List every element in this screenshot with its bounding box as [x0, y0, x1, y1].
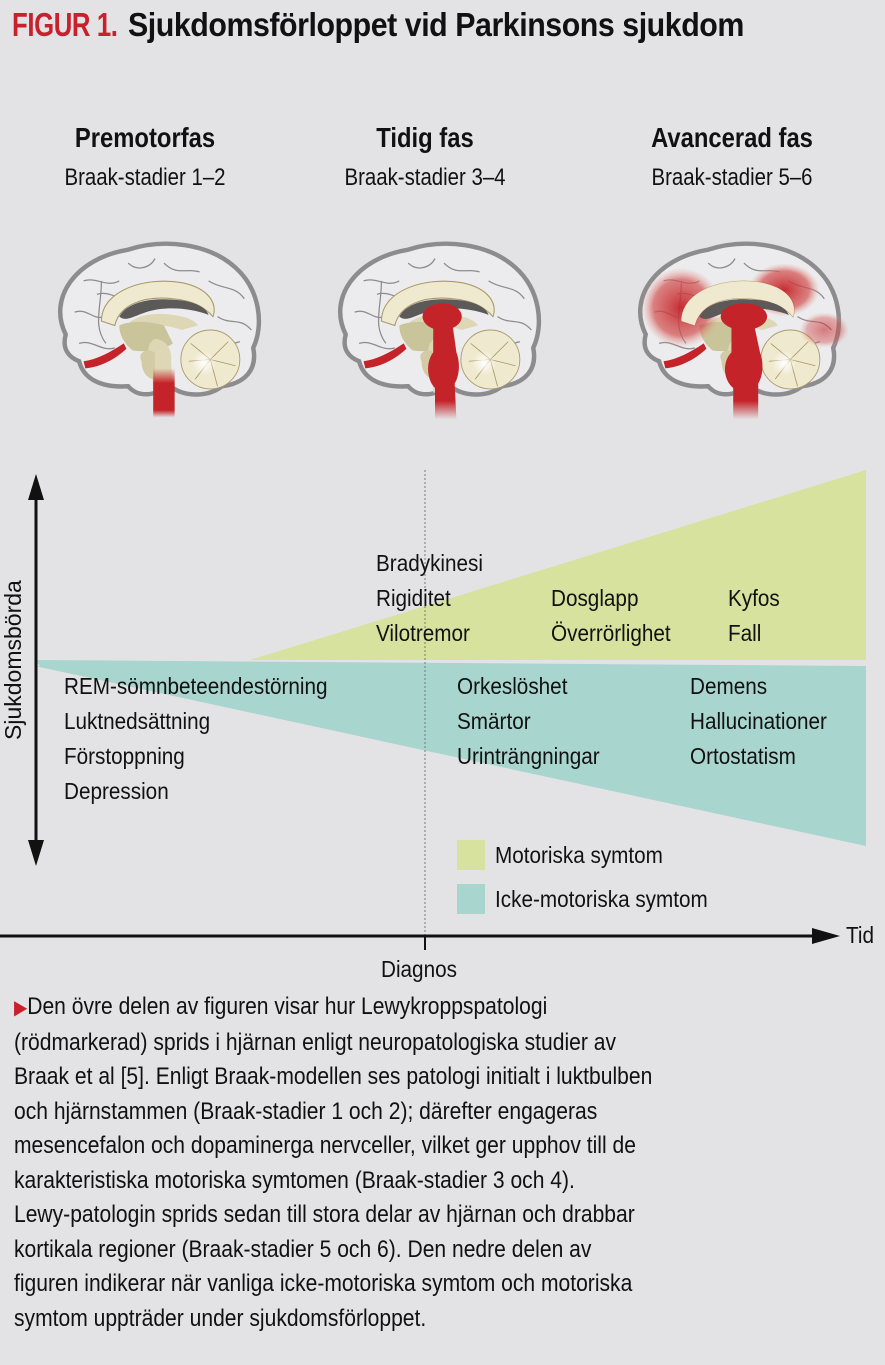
motor-symptoms-mid: Dosglapp Överrörlighet [551, 581, 684, 651]
phase-title: Tidig fas [376, 122, 474, 153]
symptom: Vilotremor [376, 620, 470, 646]
symptom: Depression [64, 778, 169, 804]
legend-swatch-motor [457, 840, 485, 870]
nonmotor-symptoms-late: Demens Hallucinationer Ortostatism [690, 669, 842, 774]
brain-stage-1-2-icon [30, 215, 280, 418]
symptom: Orkeslöshet [457, 673, 568, 699]
brain-stage-5-6-icon [610, 215, 850, 420]
figure-title: FIGUR 1. Sjukdomsförloppet vid Parkinson… [12, 6, 798, 44]
nonmotor-region [35, 666, 866, 846]
figure-caption: ▶Den övre delen av figuren visar hur Lew… [14, 990, 883, 1336]
motor-symptoms-late: Kyfos Fall [728, 581, 786, 651]
caption-line: karakteristiska motoriska symtomen (Braa… [14, 1166, 575, 1194]
figure-title-text: Sjukdomsförloppet vid Parkinsons sjukdom [128, 6, 744, 43]
phase-premotor: Premotorfas Braak-stadier 1–2 [15, 122, 275, 192]
caption-line: Den övre delen av figuren visar hur Lewy… [27, 993, 548, 1020]
caption-line: och hjärnstammen (Braak-stadier 1 och 2)… [14, 1097, 598, 1125]
legend-swatch-nonmotor [457, 884, 485, 914]
diagnosis-label: Diagnos [381, 956, 457, 982]
y-axis-arrow-down-icon [28, 840, 44, 866]
symptom: Hallucinationer [690, 708, 827, 734]
symptom: Dosglapp [551, 585, 639, 611]
brain-stage-3-4-icon [310, 215, 560, 420]
disease-progression-diagram [0, 470, 866, 950]
symptom: Rigiditet [376, 585, 451, 611]
caption-line: Lewy-patologin sprids sedan till stora d… [14, 1201, 635, 1228]
caption-line: symtom uppträder under sjukdomsförloppet… [14, 1304, 427, 1332]
symptom: Fall [728, 620, 762, 646]
caption-line: figuren indikerar när vanliga icke-motor… [14, 1270, 633, 1297]
symptom: Överrörlighet [551, 620, 671, 646]
x-axis-label: Tid [846, 922, 874, 948]
nonmotor-symptoms-early: Orkeslöshet Smärtor Urinträngningar [457, 669, 616, 774]
legend-item-nonmotor: Icke-motoriska symtom [457, 882, 731, 916]
y-axis-arrow-up-icon [28, 474, 44, 500]
phase-subtitle: Braak-stadier 1–2 [64, 164, 226, 191]
symptom: Ortostatism [690, 743, 796, 769]
x-axis-arrow-icon [812, 928, 840, 944]
symptom: Demens [690, 673, 768, 699]
legend: Motoriska symtom Icke-motoriska symtom [457, 838, 731, 916]
motor-symptoms-early: Bradykinesi Rigiditet Vilotremor [376, 546, 495, 651]
phase-subtitle: Braak-stadier 3–4 [344, 164, 506, 191]
symptom: Kyfos [728, 585, 780, 611]
legend-label: Icke-motoriska symtom [495, 885, 708, 912]
figure-number: FIGUR 1. [12, 6, 118, 43]
motor-region [250, 470, 866, 660]
phase-subtitle: Braak-stadier 5–6 [651, 164, 813, 191]
symptom: Luktnedsättning [64, 708, 211, 734]
phase-title: Premotorfas [74, 122, 216, 153]
caption-line: (rödmarkerad) sprids i hjärnan enligt ne… [14, 1028, 616, 1056]
symptom: Bradykinesi [376, 550, 484, 576]
phase-advanced: Avancerad fas Braak-stadier 5–6 [602, 122, 862, 192]
symptom: Smärtor [457, 708, 531, 734]
legend-label: Motoriska symtom [495, 841, 663, 868]
phase-early: Tidig fas Braak-stadier 3–4 [295, 122, 555, 192]
nonmotor-symptoms-premotor: REM-sömnbeteendestörning Luktnedsättning… [64, 669, 357, 809]
caption-line: kortikala regioner (Braak-stadier 5 och … [14, 1235, 592, 1263]
phase-title: Avancerad fas [651, 122, 813, 153]
caption-bullet-icon: ▶ [14, 997, 28, 1019]
symptom: Förstoppning [64, 743, 185, 769]
symptom: REM-sömnbeteendestörning [64, 673, 328, 699]
caption-line: mesencefalon och dopaminerga nervceller,… [14, 1132, 636, 1159]
symptom: Urinträngningar [457, 743, 600, 769]
caption-line: Braak et al [5]. Enligt Braak-modellen s… [14, 1063, 653, 1090]
y-axis-label: Sjukdomsbörda [0, 580, 26, 740]
legend-item-motor: Motoriska symtom [457, 838, 731, 872]
